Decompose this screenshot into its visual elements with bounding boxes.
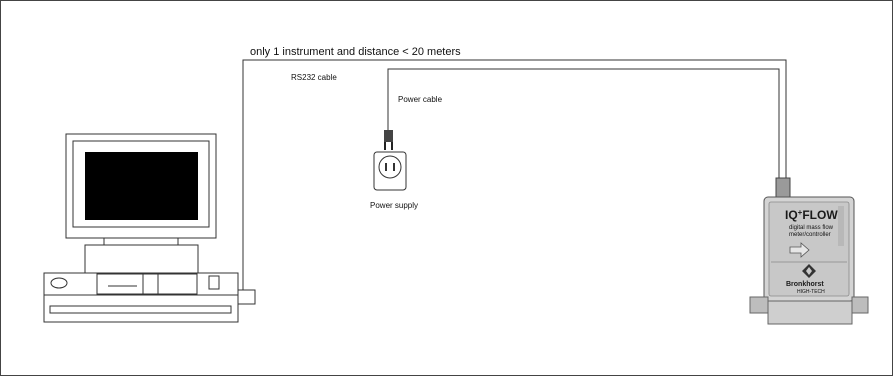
bronkhorst-logo-icon (802, 264, 816, 278)
instrument-side-mark (838, 206, 844, 246)
rs232-connector (237, 289, 256, 305)
plug-body (384, 130, 393, 142)
socket-face (378, 155, 402, 179)
computer (43, 133, 256, 323)
power-button-icon (50, 277, 68, 289)
monitor-stand (103, 237, 179, 246)
case-indicator (208, 275, 220, 290)
base-fitting-left (749, 296, 769, 314)
socket-hole-right (393, 163, 395, 171)
instrument-subtitle-line1: digital mass flow (789, 225, 834, 231)
flow-direction-arrow-icon (789, 242, 810, 258)
manufacturer-subtitle: HIGH-TECH (797, 289, 825, 295)
power-supply-label: Power supply (370, 201, 418, 210)
base-fitting-right (851, 296, 869, 314)
socket-hole-left (385, 163, 387, 171)
distance-note: only 1 instrument and distance < 20 mete… (250, 46, 461, 58)
iq-flow-instrument: IQ+FLOW digital mass flow meter/controll… (749, 177, 869, 325)
power-cable-label: Power cable (398, 95, 443, 104)
monitor-base (84, 244, 199, 274)
drive-bay-frame (96, 273, 198, 295)
instrument-brand: IQ+FLOW (785, 208, 838, 222)
plug-pin-right (391, 142, 393, 150)
cd-tray-slot (49, 305, 232, 314)
rs232-cable-line (242, 59, 787, 292)
rs232-cable-label: RS232 cable (291, 73, 337, 82)
monitor-screen (85, 152, 198, 220)
instrument-base (767, 300, 853, 325)
manufacturer-name: Bronkhorst (786, 281, 824, 288)
instrument-label-panel (768, 201, 850, 297)
power-cable-line (387, 68, 780, 178)
plug-pin-left (384, 142, 386, 150)
instrument-subtitle-line2: meter/controller (789, 232, 831, 238)
instrument-connector (775, 177, 791, 199)
power-supply (373, 130, 407, 191)
